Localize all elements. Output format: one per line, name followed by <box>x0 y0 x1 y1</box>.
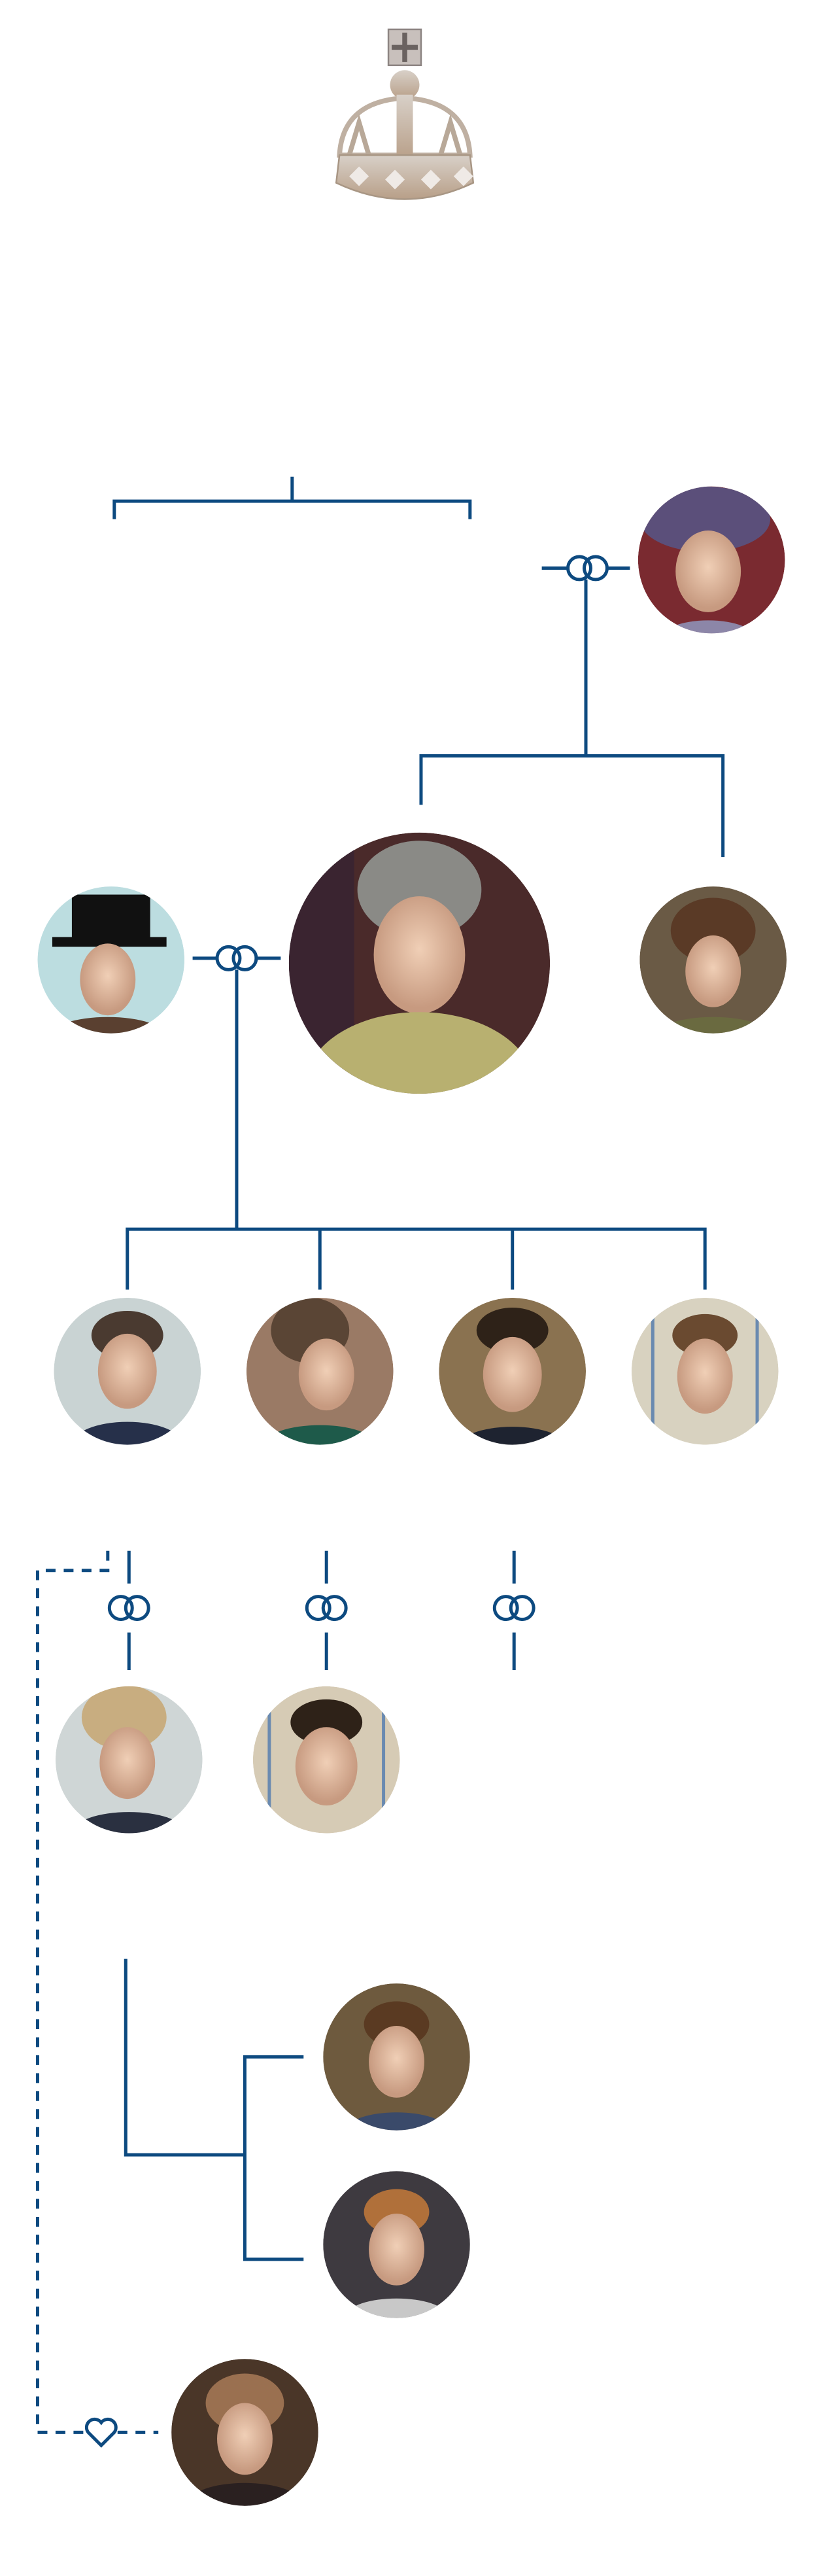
portrait-queen-elizabeth[interactable] <box>288 832 551 1159</box>
marriage-rings-icon <box>192 945 281 971</box>
portrait-prince-philip[interactable] <box>37 886 185 1056</box>
portrait-mark-phillips[interactable] <box>252 1686 400 1837</box>
crown-icon <box>335 28 475 200</box>
portrait-camilla[interactable] <box>171 2359 318 2522</box>
portrait-prince-harry[interactable] <box>323 2171 470 2331</box>
affair-dashed-line <box>36 1550 159 2434</box>
portrait-princess-margaret[interactable] <box>639 886 787 1056</box>
descent-line <box>124 1958 304 2261</box>
portrait-queen-mother[interactable] <box>638 486 785 660</box>
marriage-andrew <box>492 1550 536 1670</box>
portrait-princess-anne[interactable] <box>246 1297 394 1465</box>
marriage-anne-mark <box>305 1550 348 1670</box>
ancestor-bracket <box>112 476 472 519</box>
heart-icon <box>84 2417 118 2448</box>
portrait-prince-william[interactable] <box>323 1983 470 2145</box>
descent-line <box>126 969 707 1290</box>
portrait-prince-edward[interactable] <box>631 1297 779 1453</box>
marriage-rings-icon <box>541 555 630 582</box>
portrait-prince-andrew[interactable] <box>439 1297 586 1469</box>
portrait-princess-diana[interactable] <box>55 1684 203 1851</box>
marriage-charles-diana <box>107 1550 150 1670</box>
descent-line <box>419 579 725 858</box>
portrait-prince-charles[interactable] <box>54 1297 201 1468</box>
